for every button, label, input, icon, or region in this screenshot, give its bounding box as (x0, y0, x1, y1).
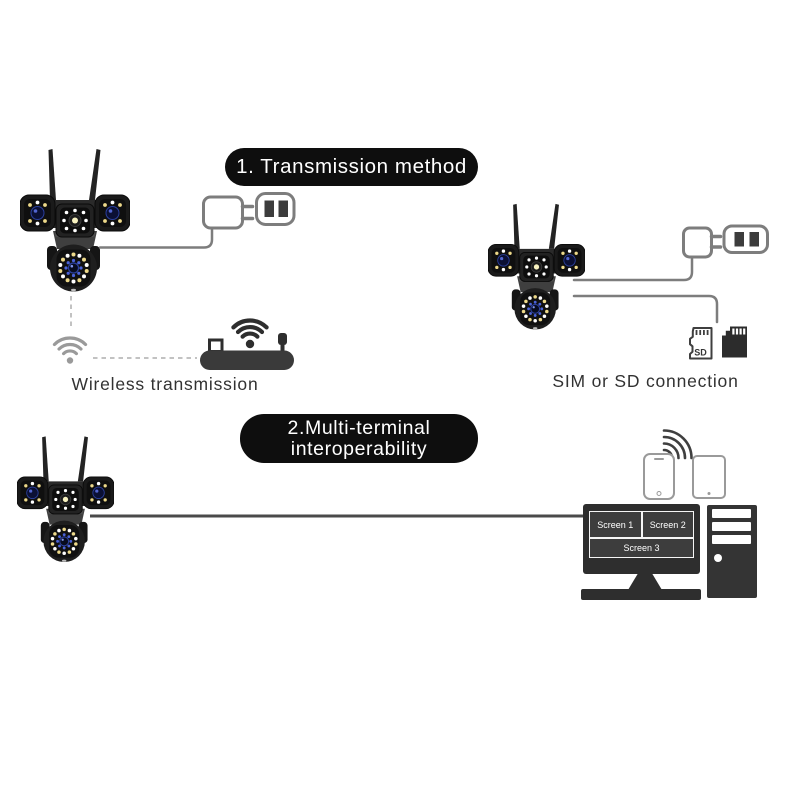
section1-banner: 1. Transmission method (225, 148, 478, 186)
power-plug-icon (682, 226, 723, 259)
wifi-signal-icon (52, 336, 88, 364)
security-camera-icon (20, 148, 130, 292)
monitor-screens: Screen 1 Screen 2 Screen 3 (589, 511, 694, 558)
section2-banner-line1: 2.Multi-terminal (287, 416, 431, 439)
screen-cell-3: Screen 3 (589, 538, 694, 558)
screen-cell-2: Screen 2 (641, 511, 694, 538)
screen-cell-1: Screen 1 (589, 511, 642, 538)
tablet-icon (692, 455, 726, 499)
wall-socket-icon (255, 192, 296, 226)
sd-card-label: SD (694, 348, 707, 358)
power-button-dot (714, 554, 722, 562)
drive-bay (712, 535, 751, 544)
security-camera-icon (488, 203, 585, 330)
phone-home-button (656, 491, 662, 496)
sd-cable (572, 294, 719, 324)
power-cable (572, 255, 694, 282)
security-camera-icon (17, 431, 114, 567)
section2-banner-line2: interoperability (290, 437, 428, 460)
monitor-icon: Screen 1 Screen 2 Screen 3 (583, 504, 700, 574)
router-wifi-icon (231, 318, 269, 349)
drive-bay (712, 509, 751, 518)
section1-banner-label: 1. Transmission method (236, 155, 467, 178)
pc-tower-icon (707, 505, 757, 598)
sim-sd-caption: SIM or SD connection (552, 371, 739, 391)
drive-bay (712, 522, 751, 531)
router-icon (200, 318, 294, 370)
wall-socket-icon (722, 224, 769, 254)
smartphone-icon (643, 453, 675, 500)
tablet-home-dot (707, 492, 711, 495)
monitor-stand (628, 573, 662, 590)
wireless-caption: Wireless transmission (71, 374, 259, 394)
micro-sd-card-black-icon (722, 326, 747, 358)
monitor-base (581, 589, 701, 600)
power-plug-icon (202, 195, 255, 230)
micro-sd-card-outline-icon: SD (689, 327, 713, 360)
phone-speaker (654, 458, 664, 461)
section2-banner: 2.Multi-terminal interoperability (240, 414, 478, 463)
